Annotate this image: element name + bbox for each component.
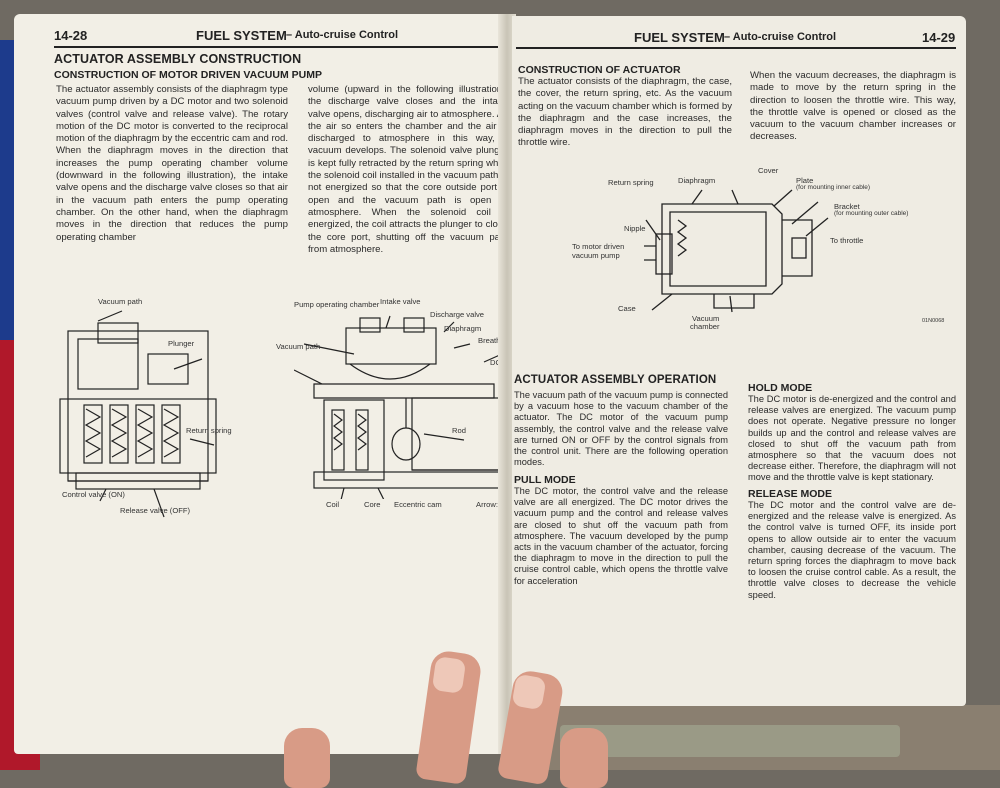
hold-mode-text: The DC motor is de-energized and the con… xyxy=(748,394,956,483)
label-vacuum-chamber: Vacuum xyxy=(692,314,720,323)
label-return-spring: Return spring xyxy=(186,426,232,435)
page-number: 14-28 xyxy=(54,28,88,43)
finger-3 xyxy=(560,728,608,788)
subsection-title: CONSTRUCTION OF MOTOR DRIVEN VACUUM PUMP xyxy=(54,69,322,81)
background-rod xyxy=(560,725,900,757)
label-vacuum-path-2: Vacuum path xyxy=(276,342,321,351)
hold-mode-title: HOLD MODE xyxy=(748,382,813,394)
construction-title: CONSTRUCTION OF ACTUATOR xyxy=(518,64,681,76)
label-pump-operating-chamber: Pump operating chamber xyxy=(294,300,380,309)
label-diaphragm-right: Diaphragm xyxy=(678,176,716,185)
label-plate: Plate xyxy=(796,176,814,185)
actuator-diagram xyxy=(644,189,829,313)
label-to-throttle: To throttle xyxy=(830,236,864,245)
fingernail-1 xyxy=(431,656,467,694)
construction-column-2: When the vacuum decreases, the diaphragm… xyxy=(750,70,956,143)
label-nipple: Nipple xyxy=(624,224,646,233)
label-vacuum-chamber-2: chamber xyxy=(690,322,720,331)
label-core: Core xyxy=(364,500,381,509)
label-plate-note: (for mounting inner cable) xyxy=(796,184,871,191)
operation-title: ACTUATOR ASSEMBLY OPERATION xyxy=(514,374,717,386)
label-arrow-air: Arrow: Air xyxy=(476,500,509,509)
label-cover: Cover xyxy=(758,166,779,175)
label-discharge-valve: Discharge valve xyxy=(430,310,485,319)
label-bracket: Bracket xyxy=(834,202,860,211)
vacuum-pump-diagram xyxy=(294,315,510,499)
header-title: FUEL SYSTEM xyxy=(196,28,287,43)
header-subtitle-right: – Auto-cruise Control xyxy=(724,31,837,43)
label-diaphragm: Diaphragm xyxy=(444,324,482,333)
label-plunger: Plunger xyxy=(168,339,195,348)
page-number-right: 14-29 xyxy=(922,30,956,45)
label-rod: Rod xyxy=(452,426,466,435)
section-title: ACTUATOR ASSEMBLY CONSTRUCTION xyxy=(54,52,302,66)
label-coil: Coil xyxy=(326,500,340,509)
label-to-motor-2: vacuum pump xyxy=(572,251,620,260)
header-subtitle: – Auto-cruise Control xyxy=(286,29,399,41)
header-title-right: FUEL SYSTEM xyxy=(634,30,725,45)
release-mode-title: RELEASE MODE xyxy=(748,488,833,500)
construction-column-1: The actuator consists of the diaphragm, … xyxy=(518,76,732,149)
pull-mode-text: The DC motor, the control valve and the … xyxy=(514,486,728,586)
label-case: Case xyxy=(618,304,636,313)
header-rule xyxy=(54,46,510,48)
solenoid-valve-diagram xyxy=(59,310,217,518)
label-eccentric-cam: Eccentric cam xyxy=(394,500,442,509)
label-return-spring-right: Return spring xyxy=(608,178,654,187)
label-bracket-note: (for mounting outer cable) xyxy=(834,210,909,217)
label-release-valve: Release valve (OFF) xyxy=(120,506,191,515)
pull-mode-title: PULL MODE xyxy=(514,474,576,486)
label-intake-valve: Intake valve xyxy=(380,297,421,306)
left-page: 14-28 FUEL SYSTEM – Auto-cruise Control … xyxy=(14,14,510,754)
label-to-motor: To motor driven xyxy=(572,242,625,251)
operation-text: The vacuum path of the vacuum pump is co… xyxy=(514,390,728,468)
label-control-valve: Control valve (ON) xyxy=(62,490,125,499)
right-page: FUEL SYSTEM – Auto-cruise Control 14-29 … xyxy=(512,16,966,706)
release-mode-text: The DC motor and the control valve are d… xyxy=(748,500,956,600)
header-rule-right xyxy=(516,47,956,49)
figure-code: 01N0068 xyxy=(922,318,945,324)
finger-4 xyxy=(284,728,330,788)
body-column-2: volume (upward in the following illustra… xyxy=(308,84,508,255)
body-column-1: The actuator assembly consists of the di… xyxy=(56,84,288,243)
book-spine xyxy=(498,14,516,754)
label-breathing-port: Breathing port xyxy=(478,336,510,345)
label-vacuum-path: Vacuum path xyxy=(98,297,143,306)
